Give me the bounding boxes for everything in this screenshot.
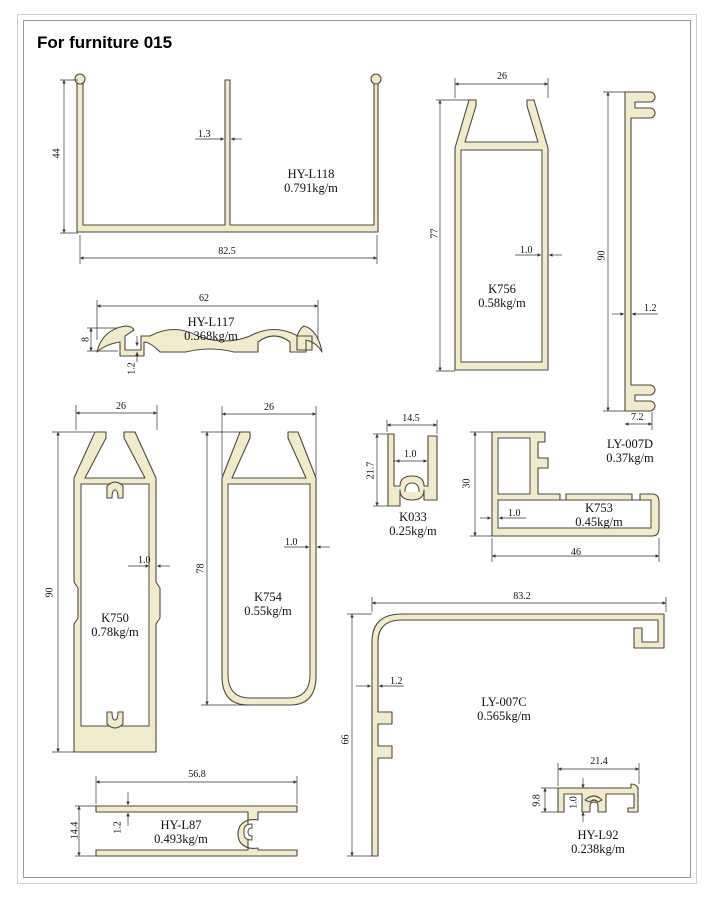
ly-007c-width-dim: 83.2 bbox=[513, 591, 531, 602]
inner-border bbox=[23, 20, 691, 878]
profile-k754 bbox=[201, 406, 330, 706]
k756-height-dim: 77 bbox=[429, 228, 441, 239]
hy-l118-code: HY-L118 bbox=[287, 167, 335, 181]
ly-007c-height-dim: 66 bbox=[340, 734, 352, 745]
k754-height-dim: 78 bbox=[195, 563, 207, 574]
hy-l87-width-dim: 56.8 bbox=[188, 769, 206, 780]
hy-l87-wall-dim: 1.2 bbox=[112, 821, 124, 834]
hy-l92-weight: 0.238kg/m bbox=[571, 842, 625, 856]
ly-007c-weight: 0.565kg/m bbox=[477, 709, 531, 723]
hy-l87-height-dim: 14.4 bbox=[69, 821, 81, 840]
hy-l118-weight: 0.791kg/m bbox=[284, 181, 338, 195]
ly-007d-height-dim: 90 bbox=[596, 250, 608, 261]
k033-weight: 0.25kg/m bbox=[389, 524, 437, 538]
hy-l117-height-dim: 8 bbox=[80, 337, 92, 342]
k750-code: K750 bbox=[101, 611, 129, 625]
k756-wall-dim: 1.0 bbox=[520, 245, 533, 256]
profile-hy-l118 bbox=[60, 73, 382, 264]
profile-k750 bbox=[52, 405, 170, 753]
profile-hy-l87 bbox=[75, 776, 298, 857]
hy-l92-height-dim: 9.8 bbox=[531, 794, 543, 807]
k753-code: K753 bbox=[585, 501, 613, 515]
k750-width-dim: 26 bbox=[116, 401, 126, 412]
hy-l117-width-dim: 62 bbox=[199, 293, 209, 304]
profile-k756 bbox=[436, 78, 562, 372]
profile-k753 bbox=[470, 431, 660, 562]
k033-code: K033 bbox=[399, 510, 427, 524]
k756-code: K756 bbox=[488, 282, 516, 296]
hy-l118-wall-dim: 1.3 bbox=[198, 129, 211, 140]
outer-border bbox=[17, 14, 697, 884]
hy-l118-height-dim: 44 bbox=[51, 148, 63, 159]
k033-wall-dim: 1.0 bbox=[404, 449, 417, 460]
k756-width-dim: 26 bbox=[497, 71, 507, 82]
k753-weight: 0.45kg/m bbox=[575, 515, 623, 529]
k750-height-dim: 90 bbox=[44, 587, 56, 598]
profile-ly-007d bbox=[603, 91, 658, 430]
ly-007d-wall-dim: 1.2 bbox=[644, 303, 657, 314]
k750-weight: 0.78kg/m bbox=[91, 625, 139, 639]
hy-l118-width-dim: 82.5 bbox=[218, 246, 236, 257]
k750-wall-dim: 1.0 bbox=[138, 555, 151, 566]
k756-weight: 0.58kg/m bbox=[478, 296, 526, 310]
hy-l92-width-dim: 21.4 bbox=[590, 756, 608, 767]
profile-k033 bbox=[373, 420, 438, 507]
k753-height-dim: 30 bbox=[461, 478, 473, 489]
page-title: For furniture 015 bbox=[37, 33, 173, 52]
profile-hy-l92 bbox=[541, 763, 640, 822]
hy-l92-wall-dim: 1.0 bbox=[568, 796, 580, 809]
hy-l117-wall-dim: 1.2 bbox=[126, 362, 138, 375]
hy-l87-weight: 0.493kg/m bbox=[154, 832, 208, 846]
ly-007d-weight: 0.37kg/m bbox=[606, 451, 654, 465]
k033-height-dim: 21.7 bbox=[365, 461, 377, 480]
k753-width-dim: 46 bbox=[571, 547, 581, 558]
hy-l117-weight: 0.368kg/m bbox=[184, 329, 238, 343]
ly-007d-code: LY-007D bbox=[607, 437, 653, 451]
k754-code: K754 bbox=[254, 590, 282, 604]
ly-007d-foot-dim: 7.2 bbox=[631, 412, 644, 423]
hy-l92-code: HY-L92 bbox=[577, 828, 619, 842]
ly-007c-wall-dim: 1.2 bbox=[390, 676, 403, 687]
profile-ly-007c bbox=[347, 597, 667, 857]
profile-hy-l117 bbox=[87, 300, 323, 362]
k754-weight: 0.55kg/m bbox=[244, 604, 292, 618]
ly-007c-code: LY-007C bbox=[481, 695, 527, 709]
hy-l87-code: HY-L87 bbox=[160, 818, 202, 832]
k753-wall-dim: 1.0 bbox=[508, 508, 521, 519]
k754-wall-dim: 1.0 bbox=[285, 537, 298, 548]
hy-l117-code: HY-L117 bbox=[187, 315, 235, 329]
k033-width-dim: 14.5 bbox=[402, 413, 420, 424]
k754-width-dim: 26 bbox=[264, 402, 274, 413]
